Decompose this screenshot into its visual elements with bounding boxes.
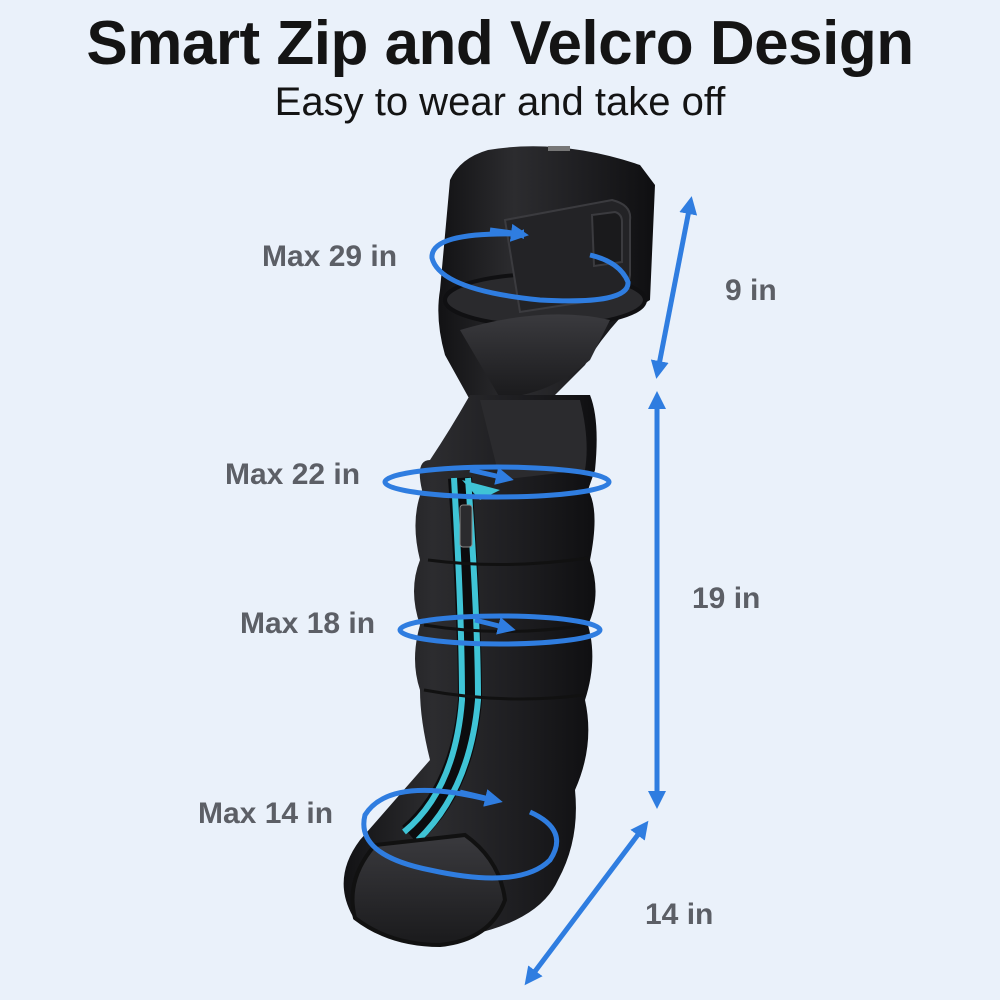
circumference-label-calf: Max 18 in (240, 607, 376, 640)
headline: Smart Zip and Velcro Design (86, 9, 914, 78)
circumference-label-knee: Max 22 in (225, 458, 361, 491)
circumference-ring-22 (382, 464, 612, 500)
length-label-thigh: 9 in (725, 274, 777, 307)
circumference-ring-18 (397, 613, 603, 647)
subheadline: Easy to wear and take off (274, 80, 726, 124)
lower-leg-sleeve (343, 395, 597, 948)
thigh-cuff (438, 146, 655, 400)
length-arrow-9 (650, 196, 698, 379)
length-arrow-14 (524, 820, 649, 986)
circumference-label-ankle: Max 14 in (198, 797, 334, 830)
circumference-label-thigh: Max 29 in (262, 240, 398, 273)
circumference-ring-29 (429, 223, 631, 304)
length-label-leg: 19 in (692, 582, 761, 615)
length-label-foot: 14 in (645, 898, 714, 931)
